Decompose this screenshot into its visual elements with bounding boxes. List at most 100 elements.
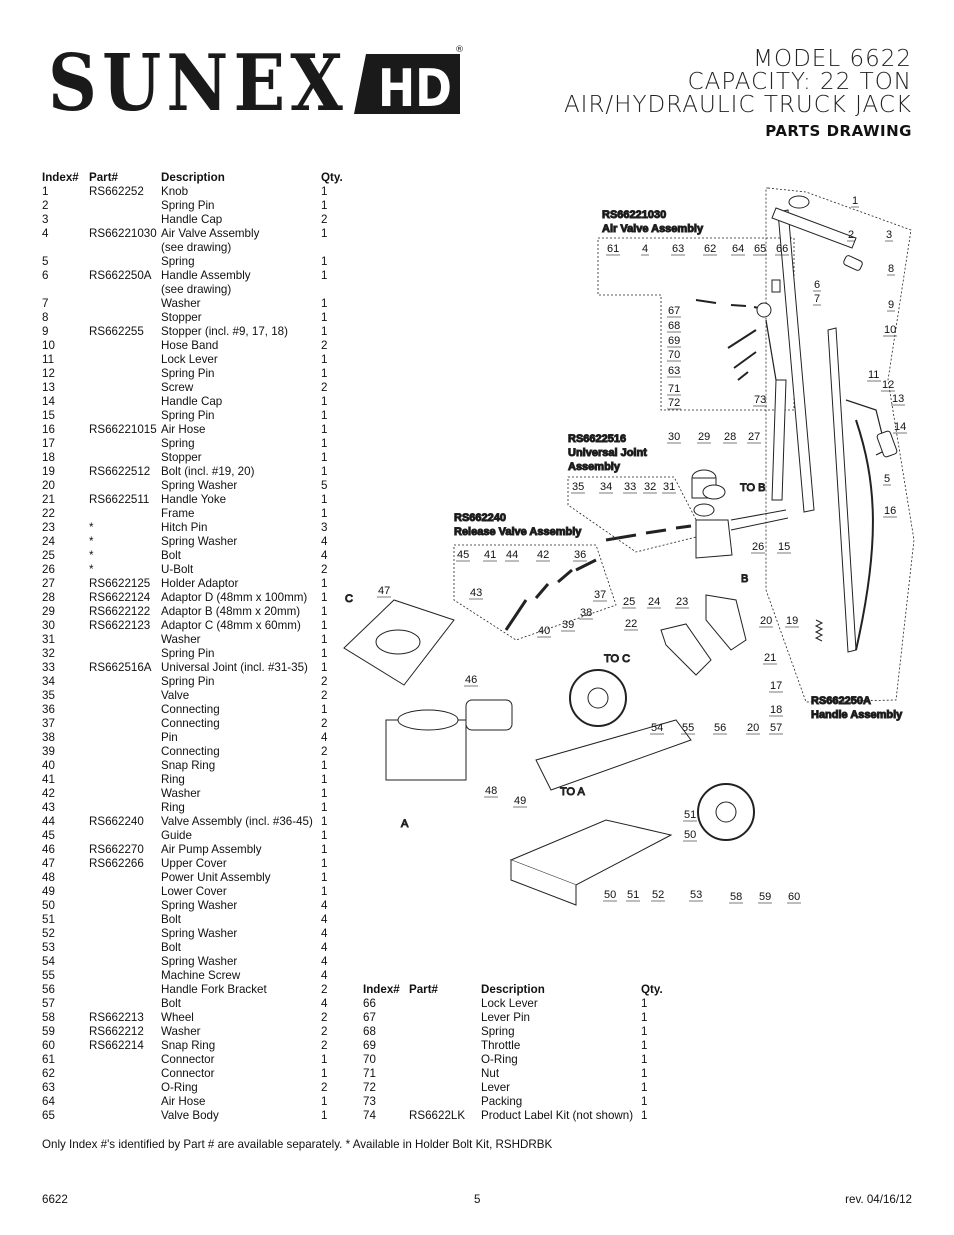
cell-index: 73 xyxy=(363,1095,376,1108)
cell-part-number: RS6622123 xyxy=(89,619,151,632)
cell-part-number: RS662250A xyxy=(89,269,152,282)
handle-cap-14-part xyxy=(876,430,898,458)
cell-qty: 4 xyxy=(321,535,328,548)
cell-index: 69 xyxy=(363,1039,376,1052)
cell-part-number xyxy=(89,703,161,717)
lock-lever-part xyxy=(845,399,887,456)
upper-cover-part xyxy=(343,599,455,686)
cell-part-number: RS66221015 xyxy=(89,423,157,436)
cell-index: 62 xyxy=(42,1067,55,1080)
callout-c22: 22 xyxy=(625,618,637,630)
cell-index: 8 xyxy=(42,311,49,324)
callout-c53: 53 xyxy=(690,889,702,901)
cell-description: Bolt xyxy=(161,941,181,954)
cell-index: 65 xyxy=(42,1109,55,1122)
callout-c14: 14 xyxy=(894,421,906,433)
cell-qty: 1 xyxy=(641,1039,648,1052)
cell-part-number xyxy=(89,787,161,801)
cell-qty: 4 xyxy=(321,969,328,982)
callout-c49: 49 xyxy=(514,795,526,807)
cell-index: 72 xyxy=(363,1081,376,1094)
cell-description: Guide xyxy=(161,829,192,842)
cell-qty: 1 xyxy=(321,353,328,366)
cell-index: 38 xyxy=(42,731,55,744)
cell-part-number: RS662213 xyxy=(89,1011,144,1024)
cell-qty: 1 xyxy=(321,801,328,814)
cell-index: 6 xyxy=(42,269,49,282)
product-title: AIR/HYDRAULIC TRUCK JACK xyxy=(563,92,912,118)
cell-description: Universal Joint (incl. #31-35) xyxy=(161,661,308,674)
cell-qty: 1 xyxy=(321,367,328,380)
cell-index: 27 xyxy=(42,577,55,590)
cell-description: Spring Washer xyxy=(161,927,238,940)
callout-c62: 62 xyxy=(704,243,716,255)
cell-part-number xyxy=(89,759,161,773)
cell-part-number xyxy=(89,479,161,493)
callout-c38: 38 xyxy=(580,607,592,619)
chassis-rail xyxy=(510,860,577,906)
cell-index: 70 xyxy=(363,1053,376,1066)
universal-joint-outline xyxy=(567,476,705,553)
header-index: Index# xyxy=(42,171,79,184)
cell-description: Connecting xyxy=(161,745,220,758)
cell-description: Power Unit Assembly xyxy=(161,871,271,884)
callout-c39: 39 xyxy=(562,619,574,631)
cell-part-number: RS662270 xyxy=(89,843,144,856)
cell-description: Bolt xyxy=(161,549,181,562)
header-qty: Qty. xyxy=(321,171,343,184)
cell-description: Valve Body xyxy=(161,1109,219,1122)
logo-wordmark: SUNEX xyxy=(48,44,348,124)
callout-c12: 12 xyxy=(882,379,894,391)
cell-index: 20 xyxy=(42,479,55,492)
u-bolt-part xyxy=(730,509,789,531)
cell-index: 49 xyxy=(42,885,55,898)
callout-c42: 42 xyxy=(537,549,549,561)
callout-c55: 55 xyxy=(682,722,694,734)
cell-qty: 1 xyxy=(321,633,328,646)
handle-assembly-outline xyxy=(765,187,915,703)
callout-c47: 47 xyxy=(378,585,390,597)
cell-part-number: RS662214 xyxy=(89,1039,144,1052)
cell-qty: 1 xyxy=(321,829,328,842)
cell-description: Lock Lever xyxy=(161,353,218,366)
cell-description: Spring Washer xyxy=(161,479,238,492)
cell-index: 53 xyxy=(42,941,55,954)
callout-c41: 41 xyxy=(484,549,496,561)
cell-description: Connector xyxy=(161,1053,215,1066)
cell-qty: 2 xyxy=(321,1011,328,1024)
cell-index: 59 xyxy=(42,1025,55,1038)
callout-c65: 65 xyxy=(754,243,766,255)
cell-index: 19 xyxy=(42,465,55,478)
cell-index: 36 xyxy=(42,703,55,716)
title-block: MODEL 6622 CAPACITY: 22 TON AIR/HYDRAULI… xyxy=(564,48,912,117)
cell-qty: 1 xyxy=(321,619,328,632)
cell-qty: 1 xyxy=(321,787,328,800)
cell-description: Holder Adaptor xyxy=(161,577,239,590)
callout-c17: 17 xyxy=(770,680,782,692)
callout-c34: 34 xyxy=(600,481,612,493)
cell-index: 55 xyxy=(42,969,55,982)
cell-qty: 1 xyxy=(321,885,328,898)
connector-c: C xyxy=(345,593,353,605)
cell-index: 61 xyxy=(42,1053,55,1066)
cell-part-number xyxy=(89,1109,161,1123)
cell-qty: 1 xyxy=(321,395,328,408)
table-row: (see drawing) xyxy=(42,241,343,255)
cell-part-number xyxy=(89,955,161,969)
cell-part-number xyxy=(89,283,161,297)
cell-index: 35 xyxy=(42,689,55,702)
cell-qty: 1 xyxy=(321,605,328,618)
